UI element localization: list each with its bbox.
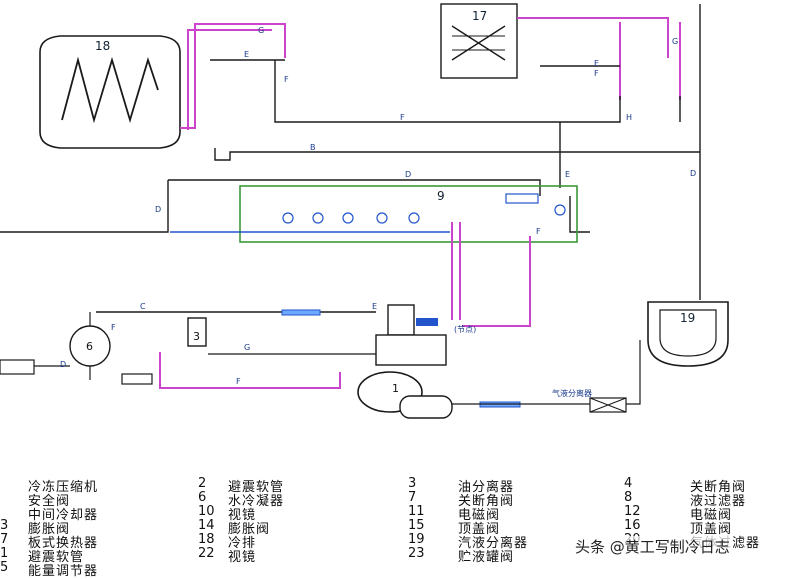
receiver-19-label: 19	[680, 311, 695, 325]
pipe-label-f-low: F	[236, 377, 241, 386]
evaporator-17-label: 17	[472, 9, 487, 23]
gas-filter-label: 气液分离器	[552, 388, 592, 398]
legend-text: 安全阀	[28, 494, 71, 509]
legend-number: 3	[408, 476, 417, 491]
legend-text: 关断角阀	[458, 494, 515, 509]
legend-text: 避震软管	[228, 480, 285, 495]
pipe-label-e-low: E	[372, 302, 377, 311]
pipe-label-b: B	[310, 143, 316, 152]
pipe-label-f-right: F	[536, 227, 541, 236]
legend-number: 6	[198, 490, 207, 505]
legend-text: 顶盖阀	[690, 522, 733, 537]
economizer-9-label: 9	[437, 189, 445, 203]
legend-number: 18	[198, 532, 215, 547]
condenser-6-label: 6	[86, 340, 93, 353]
watermark: 头条 @黄工写制冷日志	[572, 536, 733, 557]
pipe-label-f-top: F	[284, 75, 289, 84]
pipe-label-f-right-top: F	[594, 69, 599, 78]
pipe-note: (节点)	[454, 325, 476, 334]
pipe-label-d-right: D	[690, 169, 696, 178]
legend-text: 视镜	[228, 550, 257, 565]
legend-text: 板式换热器	[28, 536, 99, 551]
legend-text: 膨胀阀	[228, 522, 271, 537]
legend-text: 冷冻压缩机	[28, 480, 99, 495]
legend-text: 液过滤器	[690, 494, 747, 509]
oil-separator-3: 3	[96, 309, 641, 413]
legend-number: 5	[0, 560, 9, 575]
legend-number: 1	[0, 546, 9, 561]
legend-text: 油分离器	[458, 480, 515, 495]
legend-text: 中间冷却器	[28, 508, 99, 523]
legend-text: 避震软管	[28, 550, 85, 565]
liquid-receiver-18: 18	[39, 35, 181, 149]
pipe-label-d-left: D	[155, 205, 161, 214]
legend-number: 14	[198, 518, 215, 533]
legend-text: 膨胀阀	[28, 522, 71, 537]
pipe-label-f-left: F	[111, 323, 116, 332]
pipe-label-d-low: D	[60, 360, 66, 369]
pipe-label-g-top: G	[258, 26, 264, 35]
pipe-label-f-mid: F	[400, 113, 405, 122]
economizer-9: 9	[170, 185, 578, 243]
pipe-label-e-mid: E	[565, 170, 570, 179]
pipe-label-d: D	[405, 170, 411, 179]
legend-text: 电磁阀	[458, 508, 501, 523]
magenta-pipes-mid	[159, 222, 531, 389]
legend-text: 视镜	[228, 508, 257, 523]
pipe-label-c: C	[140, 302, 146, 311]
legend-number: 22	[198, 546, 215, 561]
legend-number: 8	[624, 490, 633, 505]
legend-text: 关断角阀	[690, 480, 747, 495]
legend-text: 水冷凝器	[228, 494, 285, 509]
legend-number: 16	[624, 518, 641, 533]
legend-number: 10	[198, 504, 215, 519]
legend-number: 3	[0, 518, 9, 533]
legend-text: 顶盖阀	[458, 522, 501, 537]
pipe-labels: G E F F B D E D F D H E F G C F G F E D …	[60, 26, 696, 398]
legend-text: 冷排	[228, 536, 257, 551]
evaporator-17: 17	[440, 3, 518, 79]
legend-text: 贮液罐阀	[458, 550, 515, 565]
legend-number: 4	[624, 476, 633, 491]
black-pipes	[0, 4, 701, 300]
compressor-1: 1	[357, 304, 453, 419]
pipe-label-g-right: G	[672, 37, 678, 46]
legend-number: 15	[408, 518, 425, 533]
legend-text: 能量调节器	[28, 564, 99, 579]
oil-separator-3-label: 3	[193, 330, 200, 343]
legend-number: 19	[408, 532, 425, 547]
legend-number: 12	[624, 504, 641, 519]
legend-text: 汽液分离器	[458, 536, 529, 551]
legend-number: 23	[408, 546, 425, 561]
legend-number: 2	[198, 476, 207, 491]
legend-number: 11	[408, 504, 425, 519]
water-condenser-6: 6	[0, 312, 153, 385]
pipe-label-e-top: E	[244, 50, 249, 59]
legend-number: 7	[408, 490, 417, 505]
tank-18-label: 18	[95, 39, 110, 53]
pipe-label-e-right: E	[594, 59, 599, 68]
pipe-label-h: H	[626, 113, 632, 122]
liquid-receiver-19: 19	[647, 301, 729, 367]
pipe-label-g-low: G	[244, 343, 250, 352]
legend-number: 7	[0, 532, 9, 547]
legend-text: 电磁阀	[690, 508, 733, 523]
compressor-1-label: 1	[392, 382, 399, 395]
magenta-pipes-top	[180, 17, 681, 130]
